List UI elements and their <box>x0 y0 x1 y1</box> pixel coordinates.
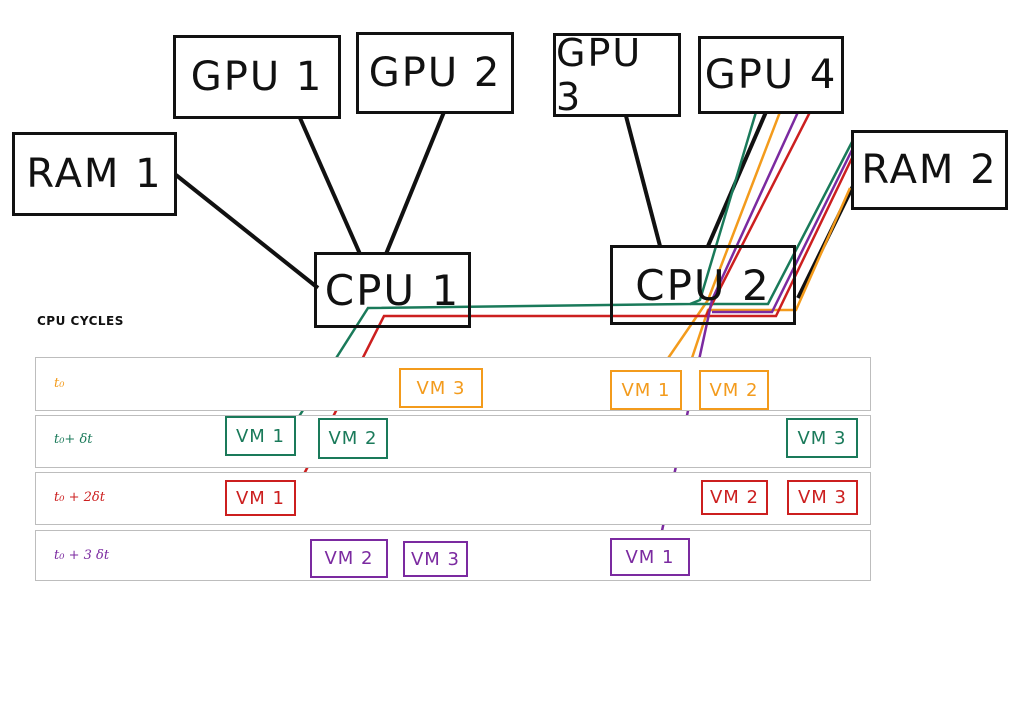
cycle-row-t1: t₀+ δt <box>35 415 871 468</box>
cpu1-label: CPU 1 <box>324 265 461 315</box>
row-label-t1: t₀+ δt <box>54 432 93 447</box>
vm-t0-vm2: VM 2 <box>699 370 769 410</box>
row-label-t3: t₀ + 3 δt <box>54 548 110 563</box>
gpu4-box: GPU 4 <box>698 36 844 114</box>
cpu2-label: CPU 2 <box>635 260 771 310</box>
wire-ram1-cpu1 <box>174 173 320 290</box>
ram2-box: RAM 2 <box>851 130 1008 210</box>
ram1-label: RAM 1 <box>26 151 163 197</box>
vm-t1-vm1: VM 1 <box>225 416 296 456</box>
cpu-cycles-title: CPU CYCLES <box>37 314 124 328</box>
wire-gpu2-cpu1 <box>384 111 446 255</box>
wire-t1-ram2 <box>690 141 854 306</box>
vm-t2-vm1: VM 1 <box>225 480 296 516</box>
vm-t1-vm2: VM 2 <box>318 418 388 459</box>
vm-t1-vm3: VM 3 <box>786 418 858 458</box>
vm-t0-vm1: VM 1 <box>610 370 682 410</box>
vm-t2-vm3: VM 3 <box>787 480 858 515</box>
cpu2-box: CPU 2 <box>610 245 796 325</box>
cpu1-box: CPU 1 <box>314 252 471 328</box>
wire-gpu3-cpu2 <box>624 115 662 247</box>
vm-t0-vm3: VM 3 <box>399 368 483 408</box>
gpu3-box: GPU 3 <box>553 31 681 119</box>
vm-t3-vm3: VM 3 <box>403 541 468 577</box>
wire-t0-ram2 <box>686 187 852 371</box>
ram2-label: RAM 2 <box>861 147 998 193</box>
gpu2-label: GPU 2 <box>368 50 502 96</box>
vm-t3-vm2: VM 2 <box>310 539 388 578</box>
row-label-t2: t₀ + 2δt <box>54 490 105 505</box>
gpu2-box: GPU 2 <box>356 32 514 114</box>
vm-t2-vm2: VM 2 <box>701 480 768 515</box>
wire-gpu1-cpu1 <box>298 117 362 255</box>
wire-t2-ram2 <box>706 157 854 318</box>
row-label-t0: t₀ <box>54 376 65 391</box>
gpu3-label: GPU 3 <box>556 31 643 119</box>
gpu1-label: GPU 1 <box>190 54 324 100</box>
gpu4-label: GPU 4 <box>704 52 838 98</box>
wire-t3-ram2 <box>712 149 854 314</box>
vm-t3-vm1: VM 1 <box>610 538 690 576</box>
gpu1-box: GPU 1 <box>173 35 341 119</box>
ram1-box: RAM 1 <box>12 132 177 216</box>
wire-t0-gpu4 <box>658 111 782 371</box>
